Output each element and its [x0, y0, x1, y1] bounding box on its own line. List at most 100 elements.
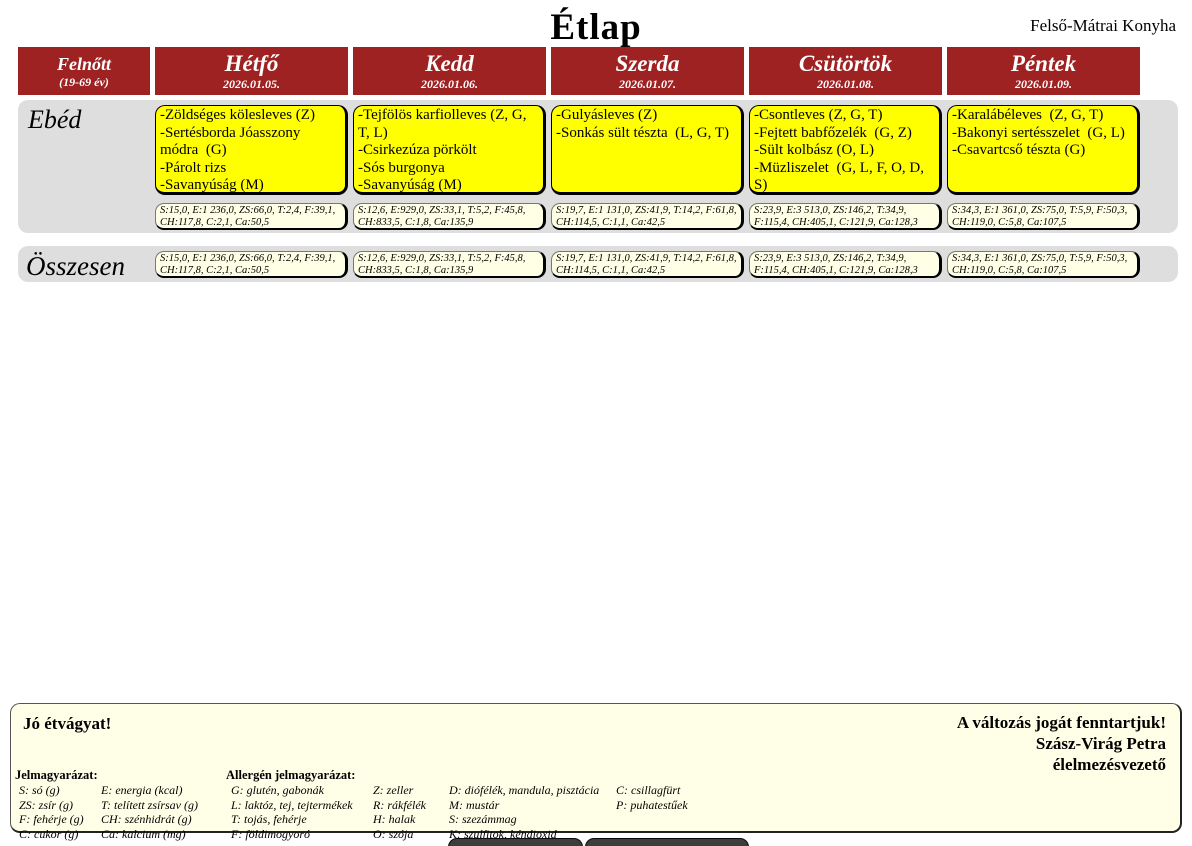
day-header-row: Felnőtt (19-69 év) Hétfő 2026.01.05. Ked…: [18, 47, 1140, 95]
legend-entry: K: szulfitok, kéndioxid: [449, 826, 557, 841]
nutrition-chip-total: S:19,7, E:1 131,0, ZS:41,9, T:14,2, F:61…: [551, 251, 744, 278]
legend-entry: H: halak: [373, 812, 416, 826]
group-sublabel: (19-69 év): [59, 75, 109, 89]
legend-entry: Ca: kalcium (mg): [101, 826, 186, 841]
signature-role: élelmezésvezető: [1052, 755, 1166, 774]
day-name: Péntek: [1010, 51, 1077, 76]
menu-card: -Zöldséges kölesleves (Z) -Sertésborda J…: [155, 105, 348, 195]
day-name: Kedd: [425, 51, 474, 76]
menu-card: -Karalábéleves (Z, G, T) -Bakonyi sertés…: [947, 105, 1140, 195]
legend-entry: D: diófélék, mandula, pisztácia: [449, 783, 600, 797]
menu-item: -Savanyúság (M): [358, 177, 462, 193]
nutrition-chip-total: S:34,3, E:1 361,0, ZS:75,0, T:5,9, F:50,…: [947, 251, 1140, 278]
allergen-legend-title: Allergén jelmagyarázat:: [226, 768, 356, 782]
lunch-row-label: Ebéd: [28, 105, 82, 134]
legend-entry: R: rákfélék: [373, 797, 426, 812]
allergen-column-4: C: csillagfürt P: puhatestűek: [616, 783, 688, 812]
legend-entry: S: szezámmag: [449, 812, 517, 826]
menu-item: -Fejtett babfőzelék (G, Z): [754, 124, 912, 141]
menu-item: -Sült kolbász (O, L): [754, 142, 874, 158]
nutrition-chip: S:15,0, E:1 236,0, ZS:66,0, T:2,4, F:39,…: [155, 203, 348, 230]
nutrition-chip: S:34,3, E:1 361,0, ZS:75,0, T:5,9, F:50,…: [947, 203, 1140, 230]
legend-entry: C: cukor (g): [19, 826, 79, 841]
menu-item: -Párolt rizs: [160, 159, 227, 176]
allergen-column-1: G: glutén, gabonák L: laktóz, tej, tejte…: [231, 783, 353, 841]
header-cell-group: Felnőtt (19-69 év): [18, 47, 150, 95]
day-date: 2026.01.07.: [619, 77, 676, 91]
header-cell-friday: Péntek 2026.01.09.: [947, 47, 1140, 95]
nutrition-chip: S:12,6, E:929,0, ZS:33,1, T:5,2, F:45,8,…: [353, 203, 546, 230]
legend-entry: E: energia (kcal): [101, 783, 183, 797]
legend-entry: P: puhatestűek: [616, 797, 688, 812]
page-title: Étlap: [550, 7, 642, 48]
total-row-label: Összesen: [26, 251, 125, 281]
nutrition-chip: S:19,7, E:1 131,0, ZS:41,9, T:14,2, F:61…: [551, 203, 744, 230]
legend-entry: G: glutén, gabonák: [231, 783, 324, 797]
bottom-button-right[interactable]: [585, 838, 749, 846]
group-label: Felnőtt: [56, 54, 111, 74]
menu-item: -Csavartcső tészta (G): [952, 142, 1086, 158]
day-date: 2026.01.05.: [223, 77, 280, 91]
day-date: 2026.01.09.: [1015, 77, 1072, 91]
header-cell-wednesday: Szerda 2026.01.07.: [551, 47, 744, 95]
legend-column-1: S: só (g) ZS: zsír (g) F: fehérje (g) C:…: [19, 783, 84, 841]
day-date: 2026.01.06.: [421, 77, 478, 91]
nutrition-chip-total: S:23,9, E:3 513,0, ZS:146,2, T:34,9, F:1…: [749, 251, 942, 278]
header-cell-monday: Hétfő 2026.01.05.: [155, 47, 348, 95]
menu-item: -Gulyásleves (Z): [556, 107, 658, 123]
menu-item: -Karalábéleves (Z, G, T): [952, 107, 1104, 123]
nutrition-chip-total: S:15,0, E:1 236,0, ZS:66,0, T:2,4, F:39,…: [155, 251, 348, 278]
legend-entry: L: laktóz, tej, tejtermékek: [231, 797, 353, 812]
bottom-button-left[interactable]: [448, 838, 583, 846]
legend-entry: S: só (g): [19, 783, 60, 797]
legend-entry: ZS: zsír (g): [19, 797, 74, 812]
legend-column-2: E: energia (kcal) T: telített zsírsav (g…: [101, 783, 198, 841]
legend-entry: T: tojás, fehérje: [231, 812, 307, 826]
legend-entry: F: fehérje (g): [19, 812, 84, 826]
greeting-text: Jó étvágyat!: [23, 714, 112, 733]
menu-item: -Sós burgonya: [358, 159, 445, 176]
legend-entry: F: földimogyoró: [231, 826, 310, 841]
signature-block: A változás jogát fenntartjuk! Szász-Virá…: [957, 712, 1166, 775]
allergen-column-3: D: diófélék, mandula, pisztácia M: mustá…: [449, 783, 599, 841]
nutrition-chip: S:23,9, E:3 513,0, ZS:146,2, T:34,9, F:1…: [749, 203, 942, 230]
legend-entry: O: szója: [373, 826, 414, 841]
menu-item: -Müzliszelet (G, L, F, O, D, S): [754, 159, 928, 193]
day-date: 2026.01.08.: [817, 77, 874, 91]
legend-entry: CH: szénhidrát (g): [101, 812, 192, 826]
lunch-column-tuesday: -Tejfölös karfiolleves (Z, G, T, L) -Csi…: [353, 105, 546, 230]
legend-entry: M: mustár: [449, 797, 500, 812]
rights-note: A változás jogát fenntartjuk!: [956, 713, 1166, 732]
menu-item: -Csirkezúza pörkölt: [358, 142, 477, 158]
menu-item: -Csontleves (Z, G, T): [754, 107, 883, 123]
legend-entry: C: csillagfürt: [616, 783, 681, 797]
total-row-band: Összesen S:15,0, E:1 236,0, ZS:66,0, T:2…: [18, 246, 1178, 282]
menu-card: -Csontleves (Z, G, T) -Fejtett babfőzelé…: [749, 105, 942, 195]
signature-name: Szász-Virág Petra: [1035, 734, 1166, 753]
kitchen-name: Felső-Mátrai Konyha: [1030, 16, 1176, 35]
legend-entry: Z: zeller: [373, 783, 414, 797]
nutrition-chip-total: S:12,6, E:929,0, ZS:33,1, T:5,2, F:45,8,…: [353, 251, 546, 278]
header-cell-tuesday: Kedd 2026.01.06.: [353, 47, 546, 95]
menu-card: -Gulyásleves (Z) -Sonkás sült tészta (L,…: [551, 105, 744, 195]
lunch-row-band: Ebéd -Zöldséges kölesleves (Z) -Sertésbo…: [18, 100, 1178, 233]
menu-item: -Sonkás sült tészta (L, G, T): [556, 124, 730, 141]
menu-item: -Tejfölös karfiolleves (Z, G, T, L): [358, 107, 530, 141]
lunch-column-thursday: -Csontleves (Z, G, T) -Fejtett babfőzelé…: [749, 105, 942, 230]
footer-panel: Jó étvágyat! A változás jogát fenntartju…: [10, 703, 1182, 841]
menu-item: -Zöldséges kölesleves (Z): [160, 107, 315, 123]
lunch-column-monday: -Zöldséges kölesleves (Z) -Sertésborda J…: [155, 105, 348, 230]
menu-card: -Tejfölös karfiolleves (Z, G, T, L) -Csi…: [353, 105, 546, 195]
day-name: Csütörtök: [798, 51, 893, 76]
lunch-column-friday: -Karalábéleves (Z, G, T) -Bakonyi sertés…: [947, 105, 1140, 230]
day-name: Szerda: [615, 51, 680, 76]
legend-entry: T: telített zsírsav (g): [101, 797, 198, 812]
menu-item: -Sertésborda Jóasszony módra (G): [160, 124, 305, 159]
legend-title: Jelmagyarázat:: [15, 768, 98, 782]
menu-item: -Savanyúság (M): [160, 177, 264, 193]
lunch-column-wednesday: -Gulyásleves (Z) -Sonkás sült tészta (L,…: [551, 105, 744, 230]
allergen-column-2: Z: zeller R: rákfélék H: halak O: szója: [373, 783, 426, 841]
day-name: Hétfő: [224, 51, 279, 76]
menu-item: -Bakonyi sertésszelet (G, L): [952, 124, 1125, 141]
